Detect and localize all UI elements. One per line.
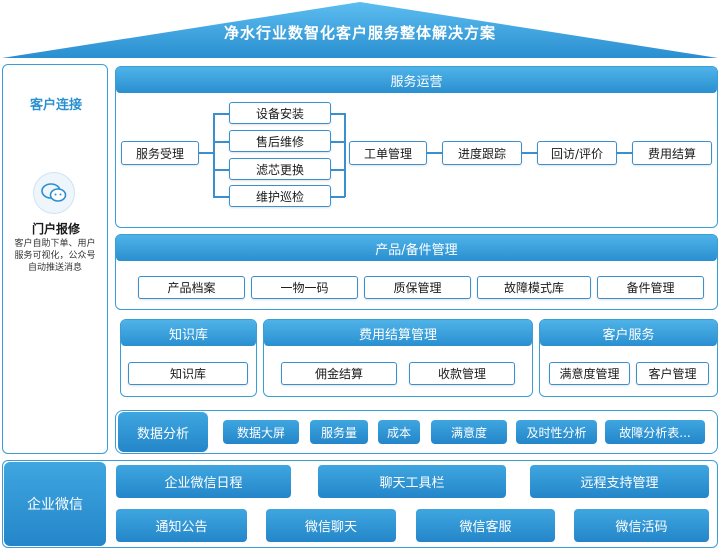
analytics-cost: 成本 [378,420,420,444]
product-spare: 备件管理 [597,276,704,299]
wecom-wechat-service: 微信客服 [416,509,555,542]
fee-collection: 收款管理 [409,362,515,385]
flow-review: 回访/评价 [537,141,617,165]
analytics-timeliness: 及时性分析 [516,420,597,444]
wecom-chat-toolbar: 聊天工具栏 [318,465,506,498]
roof-banner [2,2,718,58]
wechat-icon [33,172,75,214]
fee-title: 费用结算管理 [264,320,532,346]
branch-install: 设备安装 [229,102,331,124]
portal-desc-line-1: 客户自助下单、用户 [14,239,96,249]
analytics-volume: 服务量 [310,420,368,444]
analytics-title: 数据分析 [118,412,208,452]
wecom-remote-support: 远程支持管理 [530,465,709,498]
knowledge-item: 知识库 [128,362,248,385]
customer-service-title: 客户服务 [540,320,717,346]
service-accept-box: 服务受理 [121,141,199,165]
cs-customer: 客户管理 [636,362,709,385]
flow-workorder: 工单管理 [349,141,427,165]
branch-filter: 滤芯更换 [229,158,331,180]
product-title: 产品/备件管理 [116,235,717,261]
knowledge-title: 知识库 [121,320,256,346]
wecom-live-code: 微信活码 [574,509,709,542]
product-fault-lib: 故障模式库 [477,276,591,299]
fee-commission: 佣金结算 [281,362,397,385]
flow-settlement: 费用结算 [632,141,712,165]
portal-desc-line-2: 服务可视化，公众号 [14,251,96,261]
customer-connect-panel [2,64,108,454]
analytics-satisfaction: 满意度 [431,420,507,444]
wecom-title: 企业微信 [4,462,106,546]
wecom-notice: 通知公告 [116,509,247,542]
analytics-dashboard: 数据大屏 [223,420,299,444]
branch-inspect: 维护巡检 [229,185,331,207]
cs-satisfaction: 满意度管理 [549,362,630,385]
analytics-fault: 故障分析表... [605,420,705,444]
wecom-schedule: 企业微信日程 [116,465,291,498]
service-ops-title: 服务运营 [116,67,717,93]
customer-connect-title: 客户连接 [29,98,82,113]
branch-repair: 售后维修 [229,130,331,152]
portal-repair-title: 门户报修 [31,222,80,236]
flow-progress: 进度跟踪 [442,141,522,165]
product-archive: 产品档案 [138,276,245,299]
product-code: 一物一码 [251,276,358,299]
product-warranty: 质保管理 [364,276,471,299]
portal-desc-line-3: 自动推送消息 [27,263,82,273]
page-title: 净水行业数智化客户服务整体解决方案 [223,24,496,42]
wecom-wechat-chat: 微信聊天 [266,509,396,542]
